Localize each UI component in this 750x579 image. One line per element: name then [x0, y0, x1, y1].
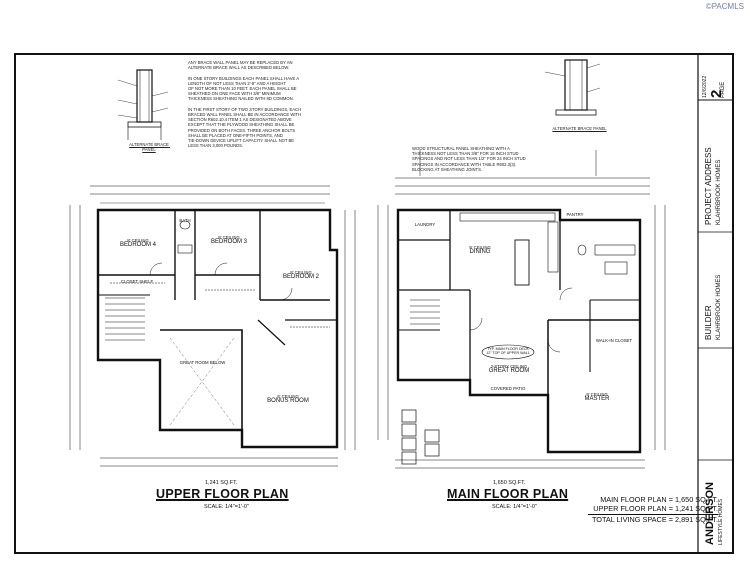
page-label: PAGE: [720, 81, 726, 98]
right-detail-caption: ALTERNATE BRACE PANEL: [552, 126, 607, 131]
main-plan-scale: SCALE: 1/4"=1'-0": [492, 504, 537, 510]
project-location: KLAHRBROOK HOMES: [716, 159, 722, 225]
left-brace-detail: [117, 69, 169, 140]
project-address-label: PROJECT ADDRESS: [704, 147, 713, 225]
great-room-below-label: GREAT ROOM BELOW: [179, 360, 226, 365]
mls-watermark: ©PACMLS: [705, 2, 744, 11]
room-bath-upper: BATH: [179, 218, 191, 223]
main-sqft: 1,650 SQ.FT.: [493, 480, 526, 486]
left-detail-caption: ALTERNATE BRACE PANEL: [129, 142, 170, 153]
upper-floor-linework: [69, 185, 356, 467]
builder-label: BUILDER: [704, 305, 713, 340]
area-summary: MAIN FLOOR PLAN = 1,650 SQ.FT. UPPER FLO…: [588, 495, 718, 524]
summary-total: TOTAL LIVING SPACE = 2,891 SQ.FT.: [588, 513, 718, 524]
closet-label: CLOSET SHELF: [120, 279, 154, 284]
firm-subtitle: LIFESTYLE HOMES: [718, 498, 724, 545]
brace-wall-note: ANY BRACE WALL PANEL MAY BE REPLACED BY …: [188, 60, 302, 149]
firm-logo: ANDERSON: [704, 482, 716, 545]
upper-sqft: 1,241 SQ.FT.: [205, 480, 238, 486]
deck-callout: TYP. MAIN FLOOR DECK 12" TOP OF UPPER WA…: [486, 347, 530, 356]
drawing-sheet: [14, 53, 734, 554]
builder-name: KLAHRBROOK HOMES: [716, 274, 722, 340]
room-pantry: PANTRY: [566, 212, 584, 217]
room-covered-patio: COVERED PATIO: [490, 386, 526, 391]
upper-plan-title: UPPER FLOOR PLAN: [156, 487, 289, 501]
summary-main: MAIN FLOOR PLAN = 1,650 SQ.FT.: [600, 495, 718, 504]
wood-panel-note: WOOD STRUCTURAL PANEL SHEATHING WITH A T…: [412, 146, 526, 172]
drawing-date: 12/6/2022: [702, 75, 708, 98]
room-walkin: WALK-IN CLOSET: [595, 338, 633, 343]
summary-upper: UPPER FLOOR PLAN = 1,241 SQ.FT.: [593, 504, 718, 514]
right-brace-detail: [544, 59, 601, 116]
main-floor-linework: [377, 150, 666, 469]
main-plan-title: MAIN FLOOR PLAN: [447, 487, 569, 501]
upper-plan-scale: SCALE: 1/4"=1'-0": [204, 504, 249, 510]
room-laundry: LAUNDRY: [414, 222, 436, 227]
